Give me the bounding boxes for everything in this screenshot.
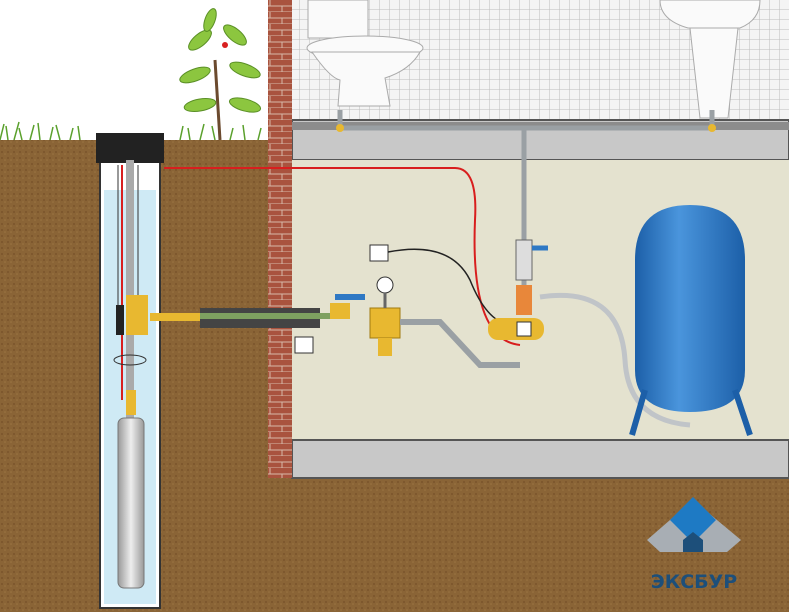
logo-text: ЭКСБУР bbox=[651, 571, 738, 593]
outlet-socket bbox=[294, 336, 314, 354]
pressure-tank bbox=[629, 205, 753, 436]
bush bbox=[179, 8, 262, 141]
submersible-pump bbox=[117, 417, 145, 589]
eksbur-logo: ЭКСБУР bbox=[647, 497, 741, 593]
toilet bbox=[306, 0, 424, 107]
inlet-pipe bbox=[150, 308, 350, 328]
well-cap bbox=[96, 133, 164, 163]
grass bbox=[0, 121, 262, 141]
valve-filter-group bbox=[294, 244, 521, 368]
pressure-switch bbox=[488, 239, 691, 428]
brick-wall bbox=[268, 0, 292, 478]
well bbox=[96, 133, 164, 609]
outlet-socket bbox=[369, 244, 389, 262]
sink bbox=[659, 0, 761, 119]
floor-slab-lower bbox=[291, 439, 789, 479]
supply-pipes-upper bbox=[336, 110, 716, 300]
